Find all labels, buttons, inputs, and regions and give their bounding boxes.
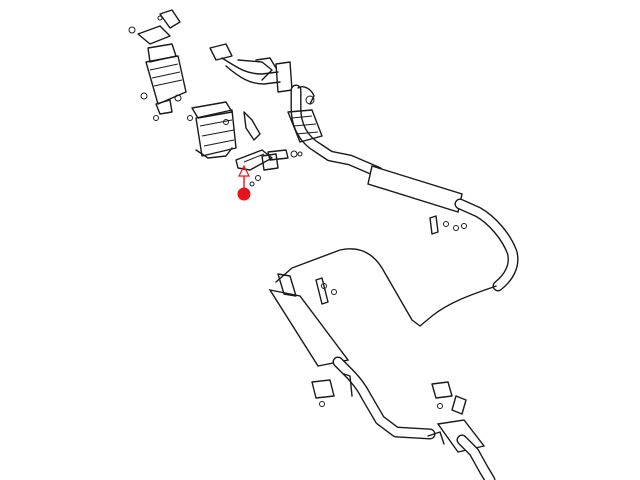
callout-marker-dot[interactable] (237, 187, 251, 201)
upper-catalytic-converter (128, 9, 187, 121)
center-resonator (367, 165, 519, 292)
lower-catalytic-converter (187, 101, 261, 159)
resonator-isolators (429, 215, 467, 235)
rear-muffler (268, 273, 436, 440)
exhaust-tail-section (427, 381, 496, 480)
rear-pipe-loop (275, 248, 497, 327)
front-y-pipe (209, 43, 293, 93)
callout-leader (238, 164, 250, 188)
lower-fasteners (261, 149, 303, 171)
heat-shield-bracket (235, 149, 273, 187)
intermediate-pipe (287, 84, 384, 178)
muffler-hangers (311, 373, 353, 407)
